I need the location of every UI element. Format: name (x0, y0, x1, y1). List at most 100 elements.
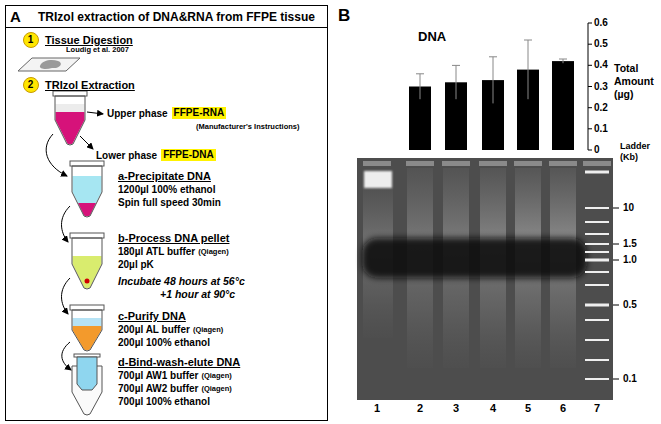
precipitate-tube (73, 176, 102, 192)
ladder-tick (613, 208, 619, 209)
incubation-text: Incubate 48 hours at 56°c (118, 275, 245, 287)
axis-tick-label: 0.2 (594, 102, 608, 114)
lane-number: 2 (417, 402, 423, 415)
axis-tick-label: 0.5 (623, 299, 637, 311)
ladder-band (585, 251, 609, 253)
axis-title: Total Amount (µg) (614, 62, 658, 101)
y-axis (588, 107, 592, 108)
step-heading: b-Process DNA pellet (118, 232, 229, 245)
ladder-tick (613, 379, 619, 380)
step-heading: d-Bind-wash-elute DNA (118, 356, 240, 369)
error-bar (452, 65, 460, 66)
lane-number: 1 (374, 402, 380, 415)
step-number: 1 (28, 35, 34, 45)
axis-tick-label: 0.4 (594, 59, 608, 71)
axis-tick-label: 0.5 (594, 38, 608, 50)
ladder-band (585, 339, 609, 341)
y-axis (588, 65, 592, 66)
error-bar (559, 59, 567, 60)
lane-number: 7 (594, 402, 600, 415)
axis-tick-label: 1.5 (623, 238, 637, 250)
step-heading: Tissue Digestion (45, 34, 133, 47)
lane-number: 5 (525, 402, 531, 415)
reagent-text: 700µl AW2 buffer (118, 383, 198, 395)
axis-tick-label: 0.1 (623, 373, 637, 385)
axis-tick-label: 0 (594, 144, 600, 156)
bar-chart (552, 61, 574, 150)
error-bar (416, 40, 567, 103)
digest-tube (70, 233, 104, 289)
ladder-band (585, 243, 609, 245)
lane-number: 3 (453, 402, 459, 415)
gel-image (406, 161, 434, 166)
ladder-band (585, 172, 609, 379)
reagent-text: 200µl AL buffer (118, 324, 190, 336)
ladder-band (585, 259, 609, 262)
y-axis (588, 128, 592, 129)
purify-tube (73, 318, 102, 326)
purify-tube (72, 310, 102, 351)
tissue-slide (18, 58, 80, 71)
reagent-text: 200µl 100% ethanol (118, 337, 210, 349)
trizol-tube (55, 96, 85, 145)
fraction-highlight: FFPE-DNA (161, 149, 216, 161)
gel-image (362, 238, 587, 278)
ladder-band (585, 221, 609, 223)
digest-tube (85, 279, 90, 284)
error-bar (524, 40, 532, 41)
note-text: (Qiagen) (198, 248, 228, 257)
step-heading: a-Precipitate DNA (118, 170, 211, 183)
precipitate-tube (72, 166, 102, 217)
phase-arrow (80, 112, 103, 149)
y-axis (588, 150, 592, 151)
step-heading: c-Purify DNA (118, 310, 186, 323)
panel-title: TRIzol extraction of DNA&RNA from FFPE t… (38, 10, 315, 24)
reagent-text: 700µl AW1 buffer (118, 370, 198, 382)
panel-letter: A (10, 8, 21, 25)
step-arrow (62, 342, 71, 370)
reagent-text: 20µl pK (118, 259, 154, 271)
digest-tube (72, 238, 102, 289)
tissue-slide (18, 58, 80, 71)
error-bar (456, 65, 457, 99)
trizol-tube (53, 91, 87, 96)
ladder-band (585, 284, 609, 286)
reagent-text: Spin full speed 30min (118, 197, 221, 209)
step-number: 2 (28, 80, 34, 90)
trizol-tube (56, 112, 85, 144)
ladder-band (585, 319, 609, 321)
purify-tube (70, 305, 104, 310)
spin-column (77, 357, 97, 390)
ladder-band (585, 233, 609, 235)
gel-image (442, 161, 470, 166)
lane-number: 4 (490, 402, 496, 415)
precipitate-tube (70, 161, 104, 166)
gel-image (479, 161, 507, 166)
ladder-tick (613, 244, 619, 245)
reagent-text: 700µl 100% ethanol (118, 396, 210, 408)
axis-tick-label: 0.3 (594, 81, 608, 93)
ladder-tick (613, 260, 619, 261)
error-bar (416, 73, 424, 74)
precipitate-tube (70, 161, 104, 217)
step-circle: 1 (23, 32, 39, 48)
ladder-band (585, 207, 609, 209)
gel-image (583, 161, 611, 166)
ladder-band (585, 171, 609, 174)
gel-image (514, 161, 542, 166)
digest-tube (70, 233, 104, 238)
spin-column (72, 354, 102, 415)
gel-image (363, 161, 391, 166)
ladder-band (585, 271, 609, 273)
phase-arrow (80, 136, 93, 149)
axis-tick-label: 0.6 (594, 17, 608, 29)
ladder-band (585, 304, 609, 307)
ladder-band (585, 359, 609, 361)
tissue-slide (40, 60, 61, 69)
gel-image (549, 161, 577, 166)
error-bar (489, 56, 497, 57)
y-axis (588, 23, 592, 150)
step-arrow (46, 134, 67, 176)
chart-title: DNA (418, 30, 446, 45)
panel-letter: B (338, 6, 350, 26)
